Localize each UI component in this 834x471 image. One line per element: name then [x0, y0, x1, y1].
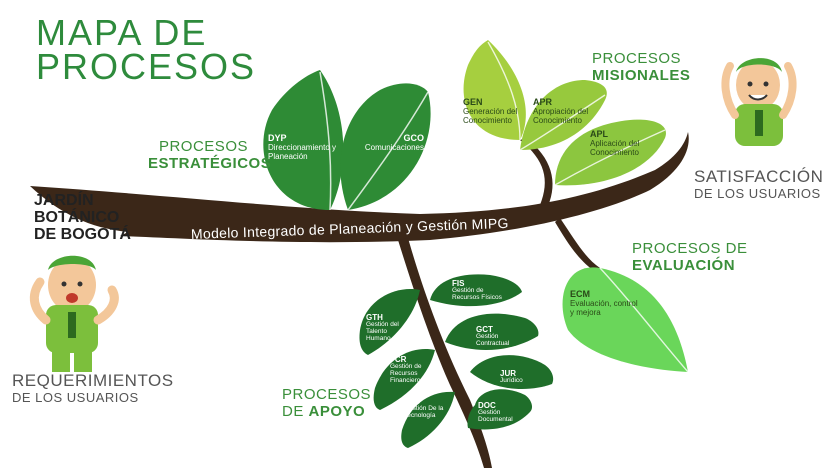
leaf-doc — [467, 389, 533, 430]
leaf-gth-code: GTH — [366, 313, 383, 322]
leaf-dyp-name: Direccionamiento y Planeación — [268, 143, 337, 161]
garden-name: JARDÍN BOTÁNICO DE BOGOTÁ — [34, 192, 131, 243]
leaf-jur — [470, 355, 554, 389]
group-missional-line2: MISIONALES — [592, 67, 691, 84]
leaf-fis — [430, 274, 522, 307]
leaf-fcr-text: FCR Gestión de Recursos Financieros — [390, 355, 432, 385]
missional-twig — [520, 138, 553, 206]
leaf-tec-text: TEC Gestión De la Tecnología — [404, 397, 446, 420]
leaf-ecm-name: Evaluación, control y mejora — [570, 299, 638, 317]
title-line-1: MAPA DE — [36, 12, 208, 53]
leaf-doc-name: Gestión Documental — [478, 409, 513, 423]
leaf-fis-code: FIS — [452, 279, 465, 288]
evaluation-twig — [555, 218, 600, 272]
group-missional-line1: PROCESOS — [592, 50, 682, 67]
group-evaluation-label: PROCESOS DE EVALUACIÓN — [632, 240, 748, 274]
leaf-tec-name: Gestión De la Tecnología — [404, 405, 444, 419]
leaf-gct — [445, 313, 539, 350]
satisfaction-label: SATISFACCIÓN DE LOS USUARIOS — [694, 168, 823, 202]
leaf-gco-name: Comunicaciones — [364, 143, 424, 152]
leaf-fcr-name: Gestión de Recursos Financieros — [390, 363, 424, 384]
leaf-doc-text: DOC Gestión Documental — [478, 401, 522, 424]
group-support-line2b: APOYO — [308, 403, 366, 420]
group-support-line2a: DE — [282, 403, 309, 420]
leaf-gct-code: GCT — [476, 325, 493, 334]
leaf-gct-name: Gestión Contractual — [476, 333, 510, 347]
leaf-apl-name: Aplicación del Conocimiento — [590, 139, 640, 157]
garden-line1: JARDÍN — [34, 192, 94, 209]
leaf-dyp-text: DYP Direccionamiento y Planeación — [268, 133, 340, 162]
leaf-gco-text: GCO Comunicaciones — [354, 133, 424, 153]
group-strategic-line2: ESTRATÉGICOS — [148, 155, 272, 172]
leaf-fis-name: Gestión de Recursos Físicos — [452, 287, 502, 301]
garden-line2: BOTÁNICO — [34, 209, 120, 226]
leaf-gth — [359, 289, 420, 355]
leaf-gth-text: GTH Gestión del Talento Humano — [366, 313, 412, 343]
leaf-tec — [401, 391, 455, 448]
leaf-gen-name: Generación del Conocimiento — [463, 107, 518, 125]
leaf-apr — [520, 80, 607, 150]
leaf-gco — [340, 83, 431, 210]
leaf-ecm — [562, 267, 688, 372]
requirements-label: REQUERIMIENTOS DE LOS USUARIOS — [12, 372, 174, 406]
group-missional-label: PROCESOS MISIONALES — [592, 50, 690, 84]
leaf-apr-code: APR — [533, 97, 553, 107]
leaf-fis-text: FIS Gestión de Recursos Físicos — [452, 279, 502, 302]
leaf-ecm-code: ECM — [570, 289, 590, 299]
group-strategic-label: PROCESOS ESTRATÉGICOS — [148, 138, 271, 172]
leaf-jur-text: JUR Jurídico — [500, 369, 540, 385]
group-evaluation-line1: PROCESOS DE — [632, 240, 748, 257]
satisfaction-line2: DE LOS USUARIOS — [694, 186, 821, 201]
leaf-gen-text: GEN Generación del Conocimiento — [463, 97, 523, 126]
leaf-apl-code: APL — [590, 129, 608, 139]
leaf-gco-code: GCO — [403, 133, 424, 143]
person-requirements-illustration — [29, 255, 119, 372]
leaf-tec-code: TEC — [404, 397, 420, 406]
leaf-gct-text: GCT Gestión Contractual — [476, 325, 526, 348]
leaf-apr-text: APR Apropiación del Conocimiento — [533, 97, 601, 126]
requirements-line1: REQUERIMIENTOS — [12, 371, 174, 390]
group-support-label: PROCESOS DE APOYO — [282, 386, 371, 420]
group-evaluation-line2: EVALUACIÓN — [632, 257, 736, 274]
leaf-apl-vein — [554, 129, 666, 186]
satisfaction-line1: SATISFACCIÓN — [694, 167, 824, 186]
leaf-fcr-code: FCR — [390, 355, 407, 364]
leaf-dyp-vein — [319, 71, 332, 211]
leaf-gth-name: Gestión del Talento Humano — [366, 321, 399, 342]
leaf-ecm-vein — [599, 267, 689, 373]
leaf-dyp-code: DYP — [268, 133, 287, 143]
leaf-jur-name: Jurídico — [500, 377, 523, 384]
leaf-gen — [463, 40, 526, 140]
leaf-fcr — [373, 349, 435, 410]
leaf-ecm-text: ECM Evaluación, control y mejora — [570, 289, 640, 318]
main-branch — [30, 132, 689, 243]
requirements-line2: DE LOS USUARIOS — [12, 390, 139, 405]
leaf-apl — [555, 119, 666, 186]
leaf-jur-code: JUR — [500, 369, 517, 378]
leaf-apl-text: APL Aplicación del Conocimiento — [590, 129, 656, 158]
leaf-gen-code: GEN — [463, 97, 483, 107]
leaf-apr-vein — [519, 94, 606, 151]
leaf-gen-vein — [487, 41, 521, 141]
title-line-2: PROCESOS — [36, 46, 257, 87]
group-support-line1: PROCESOS — [282, 386, 372, 403]
support-branch — [398, 238, 492, 468]
leaf-apr-name: Apropiación del Conocimiento — [533, 107, 589, 125]
garden-line3: DE BOGOTÁ — [34, 226, 131, 243]
person-satisfaction-illustration — [721, 58, 797, 146]
leaf-doc-code: DOC — [478, 401, 496, 410]
leaf-gco-vein — [347, 91, 429, 211]
leaf-dyp — [263, 70, 344, 210]
group-strategic-line1: PROCESOS — [158, 138, 248, 155]
